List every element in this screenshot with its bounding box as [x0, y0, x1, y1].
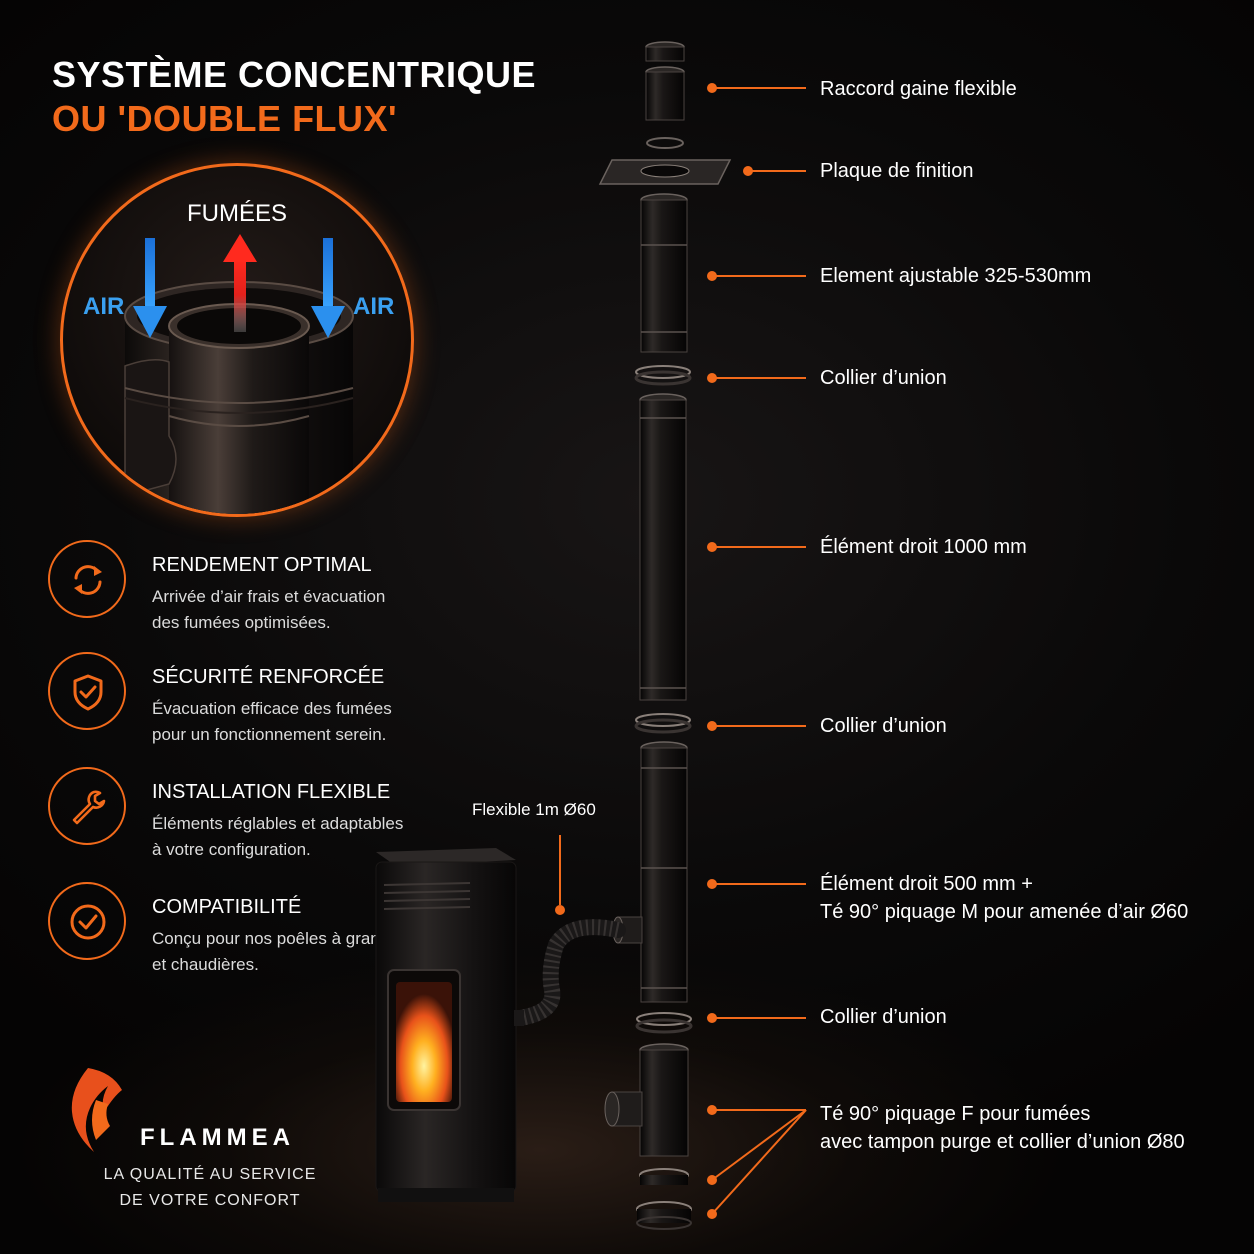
feature-title: RENDEMENT OPTIMAL — [152, 554, 372, 576]
callout-element-droit-500: Élément droit 500 mm + Té 90° piquage M … — [820, 870, 1188, 926]
feature-rendement: RENDEMENT OPTIMAL Arrivée d’air frais et… — [48, 540, 448, 632]
feature-installation: INSTALLATION FLEXIBLE Éléments réglables… — [48, 767, 448, 859]
collier-union-part — [635, 1012, 693, 1034]
callout-collier-union: Collier d’union — [820, 715, 947, 737]
feature-desc-line: Arrivée d’air frais et évacuation — [152, 587, 386, 606]
air-label-left: AIR — [83, 293, 125, 320]
feature-title: COMPATIBILITÉ — [152, 896, 302, 918]
flammea-logo-icon — [71, 1068, 122, 1152]
cycle-arrows-icon — [74, 565, 102, 595]
air-label-right: AIR — [353, 293, 395, 320]
air-arrowhead-left-icon — [133, 306, 167, 338]
callout-line: Té 90° piquage F pour fumées — [820, 1103, 1091, 1125]
wrench-icon — [72, 790, 106, 825]
feature-title: INSTALLATION FLEXIBLE — [152, 781, 391, 803]
concentric-pipe-illustration — [124, 234, 354, 514]
air-arrow-left-icon — [145, 238, 155, 310]
plaque-finition-part — [598, 159, 732, 185]
brand-tagline: LA QUALITÉ AU SERVICE DE VOTRE CONFORT — [100, 1162, 320, 1214]
te-fumees-part — [604, 1043, 689, 1157]
feature-desc-line: Évacuation efficace des fumées — [152, 699, 392, 718]
leader-lines — [555, 83, 807, 1219]
shield-check-icon — [73, 674, 103, 711]
callout-line: Élément droit 500 mm + — [820, 873, 1033, 895]
tagline-line: LA QUALITÉ AU SERVICE — [103, 1166, 317, 1183]
feature-desc-line: et chaudières. — [152, 955, 259, 974]
callout-flexible: Flexible 1m Ø60 — [472, 800, 596, 819]
brand-name: FLAMMEA — [140, 1124, 295, 1151]
feature-desc-line: Éléments réglables et adaptables — [152, 814, 404, 833]
element-droit-1000-part — [639, 393, 687, 701]
fumes-arrowhead-icon — [223, 234, 257, 262]
feature-securite: SÉCURITÉ RENFORCÉE Évacuation efficace d… — [48, 652, 448, 744]
feature-desc-line: des fumées optimisées. — [152, 613, 331, 632]
callout-line: avec tampon purge et collier d’union Ø80 — [820, 1131, 1185, 1153]
callout-collier-union: Collier d’union — [820, 1006, 947, 1028]
feature-desc-line: Conçu pour nos poêles à granulés — [152, 929, 411, 948]
bottom-rings-part — [636, 1168, 692, 1230]
check-circle-icon — [70, 904, 106, 940]
tagline-line: DE VOTRE CONFORT — [119, 1192, 301, 1209]
feature-title: SÉCURITÉ RENFORCÉE — [152, 666, 385, 688]
callout-plaque-finition: Plaque de finition — [820, 160, 974, 182]
feature-desc-line: pour un fonctionnement serein. — [152, 725, 387, 744]
callout-element-ajustable: Element ajustable 325-530mm — [820, 265, 1092, 287]
feature-compatibilite: COMPATIBILITÉ Conçu pour nos poêles à gr… — [48, 882, 448, 974]
callout-raccord-gaine: Raccord gaine flexible — [820, 78, 1017, 100]
stove-fire — [396, 982, 452, 1102]
callout-collier-union: Collier d’union — [820, 367, 947, 389]
callout-line: Té 90° piquage M pour amenée d’air Ø60 — [820, 901, 1189, 923]
concentric-detail-circle: FUMÉES AIR AIR — [60, 163, 414, 517]
air-arrowhead-right-icon — [311, 306, 345, 338]
title-line-2: OU 'DOUBLE FLUX' — [52, 98, 398, 139]
pellet-stove-illustration — [375, 848, 524, 1202]
element-ajustable-part — [640, 193, 688, 353]
title-line-1: SYSTÈME CONCENTRIQUE — [52, 54, 537, 95]
fumees-label: FUMÉES — [186, 200, 287, 227]
air-arrow-right-icon — [323, 238, 333, 310]
element-droit-500-te-part — [612, 741, 688, 1003]
callout-element-droit-1000: Élément droit 1000 mm — [820, 536, 1027, 558]
feature-desc-line: à votre configuration. — [152, 840, 311, 859]
fumes-arrow-icon — [234, 258, 246, 332]
collier-union-part — [634, 713, 692, 734]
raccord-gaine-part — [645, 41, 685, 149]
callout-te-fumees: Té 90° piquage F pour fumées avec tampon… — [820, 1100, 1185, 1156]
collier-union-part — [634, 365, 692, 386]
